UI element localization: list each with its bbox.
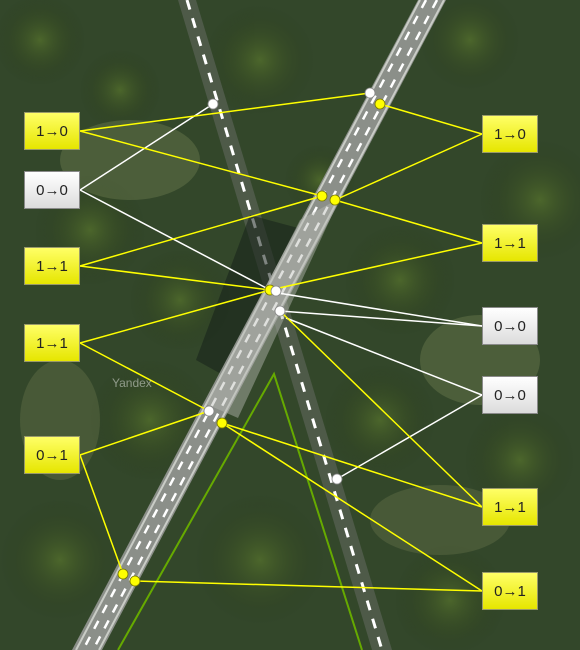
bridge-deck <box>206 198 340 418</box>
overpass-road <box>72 0 446 650</box>
connector-l4-b <box>79 342 210 412</box>
connector-l4-a <box>79 289 271 344</box>
label-left-2: 0→0 <box>24 171 80 209</box>
marker-point <box>374 98 386 110</box>
label-left-5: 0→1 <box>24 436 80 474</box>
connector-l2-a <box>79 103 214 191</box>
marker-point <box>331 473 343 485</box>
overpass-lane-right <box>91 0 439 650</box>
connector-r1-b <box>334 133 483 201</box>
connector-l5-b <box>79 454 124 575</box>
lower-road <box>178 0 392 650</box>
connector-r1-a <box>379 103 483 135</box>
label-right-2: 1→1 <box>482 224 538 262</box>
label-right-1: 1→0 <box>482 115 538 153</box>
yellow-connectors <box>79 92 483 592</box>
overpass-edge-right <box>98 0 445 650</box>
label-right-3: 0→0 <box>482 307 538 345</box>
label-left-4: 1→1 <box>24 324 80 362</box>
connector-r2-b <box>269 242 483 291</box>
white-connectors <box>79 103 483 480</box>
connector-r3-b <box>279 310 483 327</box>
label-right-5: 1→1 <box>482 488 538 526</box>
marker-point <box>216 417 228 429</box>
overpass-lane-left <box>81 0 428 650</box>
label-left-1: 1→0 <box>24 112 80 150</box>
connector-l3-a <box>79 195 323 267</box>
label-right-4: 0→0 <box>482 376 538 414</box>
marker-point <box>117 568 129 580</box>
marker-point <box>207 98 219 110</box>
marker-point <box>274 305 286 317</box>
label-left-3: 1→1 <box>24 247 80 285</box>
connector-r5-b <box>221 422 483 508</box>
green-boundary-line <box>117 371 363 650</box>
marker-point <box>203 405 215 417</box>
connector-r6-b <box>134 580 483 592</box>
overpass-edge-left <box>75 0 421 650</box>
marker-point <box>329 194 341 206</box>
connector-r5-a <box>279 310 483 508</box>
connector-l2-b <box>79 189 271 291</box>
connector-r6-a <box>221 422 483 592</box>
marker-point <box>316 190 328 202</box>
bridge-shadow <box>196 215 298 380</box>
marker-point <box>129 575 141 587</box>
connector-l5-a <box>79 410 210 456</box>
connector-r4-a <box>285 317 483 396</box>
map-watermark: Yandex <box>112 376 152 390</box>
connector-l1-b <box>79 130 323 197</box>
label-right-6: 0→1 <box>482 572 538 610</box>
connector-l3-b <box>79 265 271 291</box>
connector-l1-a <box>79 92 371 132</box>
marker-point <box>364 87 376 99</box>
connector-r2-a <box>334 199 483 244</box>
marker-point <box>270 285 282 297</box>
yellow-markers <box>117 98 386 587</box>
white-markers <box>203 87 376 485</box>
connector-r3-a <box>271 291 483 327</box>
